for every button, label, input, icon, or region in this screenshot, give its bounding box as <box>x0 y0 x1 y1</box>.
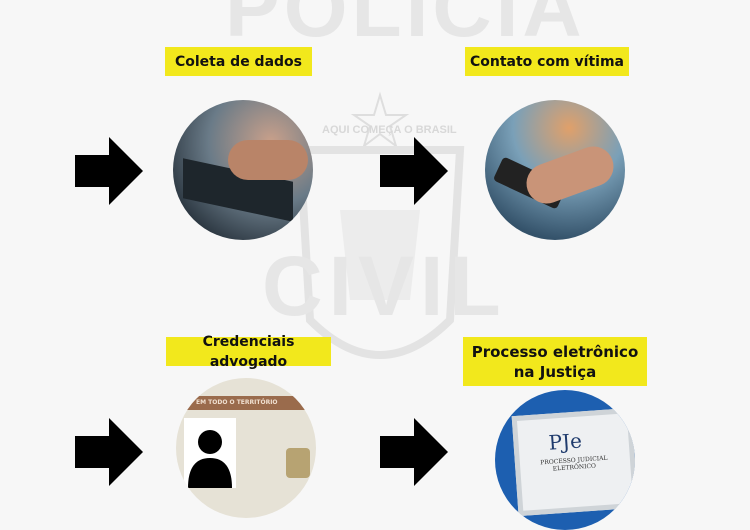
label-line: na Justiça <box>513 362 597 381</box>
step-label-victim-contact: Contato com vítima <box>465 47 629 76</box>
step-label-lawyer-credentials: Credenciais advogado <box>166 334 331 370</box>
card-header: EM TODO O TERRITÓRIO <box>176 396 316 410</box>
hand <box>520 140 620 210</box>
watermark-seal-icon <box>295 91 465 359</box>
arrow-right-icon <box>75 418 143 486</box>
watermark-police-text: POLICIA <box>225 0 586 54</box>
arrow-right-icon <box>75 137 143 205</box>
step-label-data-collection: Coleta de dados <box>165 47 312 76</box>
pje-logo-subtitle: PROCESSO JUDICIAL ELETRÔNICO <box>540 454 608 473</box>
smartphone-hand-image <box>485 100 625 240</box>
label-line: Processo eletrônico <box>471 342 639 361</box>
pje-logo: PJe <box>547 428 583 455</box>
hand <box>228 140 308 180</box>
lawyer-id-card-image: EM TODO O TERRITÓRIO <box>176 378 316 518</box>
laptop-typing-image <box>173 100 313 240</box>
person-silhouette-icon <box>184 418 236 488</box>
arrow-right-icon <box>380 137 448 205</box>
watermark-motto: AQUI COMEÇA O BRASIL <box>322 124 457 136</box>
watermark-civil-text: CIVIL <box>262 239 507 333</box>
pje-monitor-image: PJe PROCESSO JUDICIAL ELETRÔNICO <box>495 390 635 530</box>
card-chip <box>286 448 310 478</box>
step-label-electronic-process: Processo eletrônico na Justiça <box>463 337 647 386</box>
arrow-right-icon <box>380 418 448 486</box>
